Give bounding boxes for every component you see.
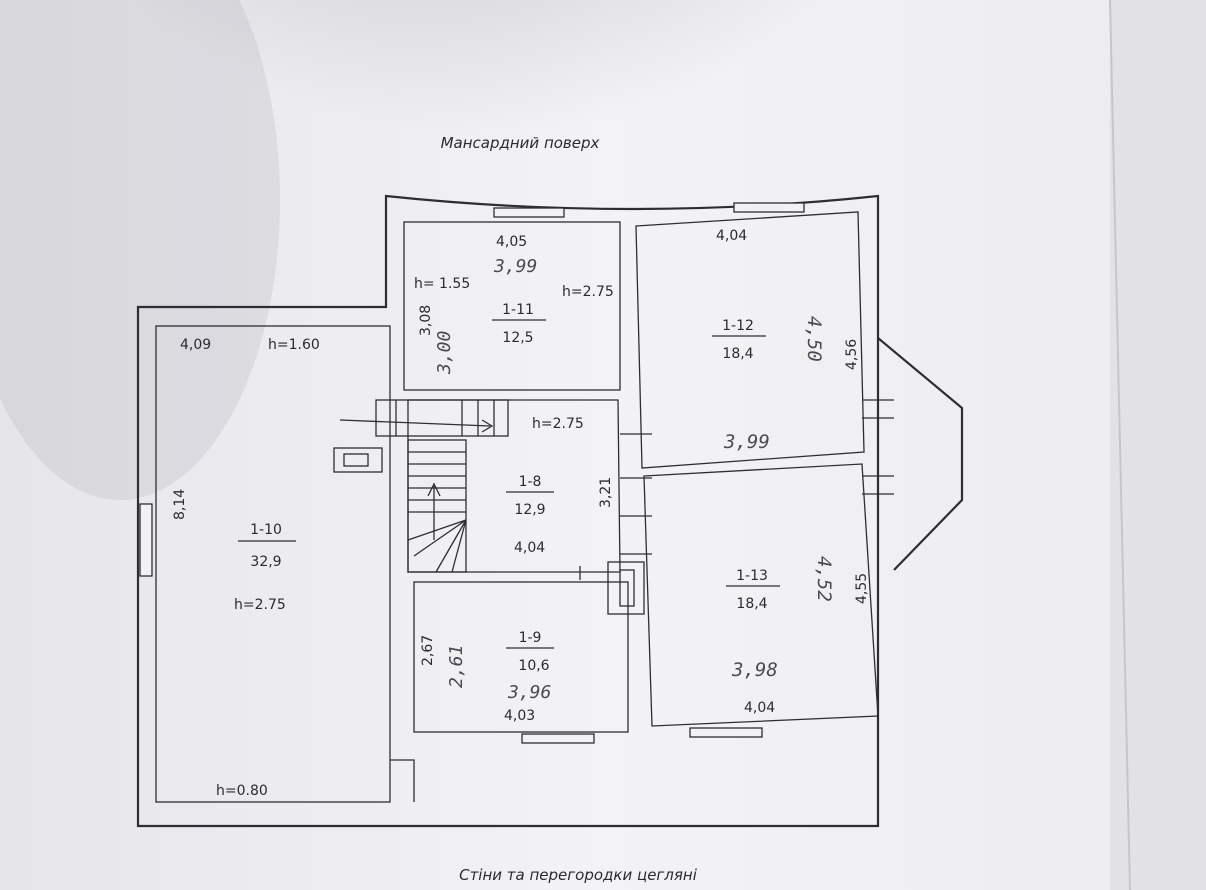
room-1-9-outline [413, 581, 629, 733]
window-1-10 [139, 503, 153, 577]
wall-ticks [579, 399, 894, 580]
room-1-9-area: 10,6 [518, 658, 549, 674]
phone-shadow-left [0, 0, 280, 500]
room-1-13-handwritten-width: 3,98 [731, 659, 778, 681]
room-1-11-height-left: h= 1.55 [414, 276, 470, 292]
room-1-8-area: 12,9 [514, 502, 545, 518]
room-1-11-dim-height: 3,08 [418, 305, 434, 336]
room-1-10-height-mid: h=2.75 [234, 597, 286, 613]
room-1-9-handwritten-width: 3,96 [507, 682, 551, 703]
plan-footer: Стіни та перегородки цегляні [459, 866, 698, 884]
room-1-13-area: 18,4 [736, 596, 767, 612]
room-1-13-handwritten-height: 4,52 [813, 556, 835, 602]
room-1-10-height-bottom: h=0.80 [216, 783, 268, 799]
room-1-9-dim-width: 4,03 [504, 708, 535, 724]
room-1-11-outline [403, 221, 621, 391]
vent-shaft-left [333, 447, 383, 473]
room-1-11-area: 12,5 [502, 330, 533, 346]
room-1-12-area: 18,4 [722, 346, 753, 362]
room-1-12-id: 1-12 [722, 318, 754, 334]
room-1-8-dim-width: 4,04 [514, 540, 545, 556]
room-1-13-outline [643, 463, 879, 727]
staircase [339, 399, 509, 573]
room-1-12-handwritten-height: 4,50 [803, 316, 825, 362]
room-1-12-dim-width: 4,04 [716, 228, 747, 244]
window-1-11 [493, 207, 565, 218]
room-1-8-dim-height: 3,21 [598, 477, 614, 508]
room-1-10-dim-width: 4,09 [180, 337, 211, 353]
room-1-13-id: 1-13 [736, 568, 768, 584]
vent-shaft-center [607, 561, 645, 615]
window-1-12 [733, 202, 805, 213]
paper-edge-line [1109, 0, 1131, 890]
room-1-8-height: h=2.75 [532, 416, 584, 432]
vent-shaft-center-inner [619, 569, 635, 607]
lower-hall-wall [390, 759, 415, 802]
room-1-13-dim-width: 4,04 [744, 700, 775, 716]
room-1-11-height-right: h=2.75 [562, 284, 614, 300]
plan-title: Мансардний поверх [441, 134, 600, 152]
room-1-8-id: 1-8 [519, 474, 542, 490]
room-1-12-handwritten-width: 3,99 [723, 431, 770, 453]
room-1-13-dim-height: 4,55 [854, 573, 870, 604]
room-1-9-dim-height: 2,67 [420, 635, 436, 666]
room-1-10-area: 32,9 [250, 554, 281, 570]
bay-window [877, 337, 964, 571]
room-1-11-handwritten-width: 3,99 [493, 256, 537, 277]
room-1-10-outline [155, 325, 391, 803]
paper-edge [1110, 0, 1206, 890]
room-1-9-id: 1-9 [519, 630, 542, 646]
room-1-11-id: 1-11 [502, 302, 534, 318]
room-1-9-handwritten-height: 2,61 [446, 645, 467, 688]
room-1-12-dim-height: 4,56 [844, 339, 860, 370]
room-1-12-outline [635, 211, 865, 469]
window-1-13 [689, 727, 763, 738]
phone-shadow [90, 0, 950, 440]
room-1-11-dim-width: 4,05 [496, 234, 527, 250]
room-1-10-id: 1-10 [250, 522, 282, 538]
room-1-10-height-top: h=1.60 [268, 337, 320, 353]
room-1-11-handwritten-height: 3,00 [434, 331, 455, 375]
vent-shaft-left-inner [343, 453, 369, 467]
outer-wall [136, 194, 880, 828]
window-1-9 [521, 733, 595, 744]
room-1-10-dim-length: 8,14 [172, 489, 188, 520]
